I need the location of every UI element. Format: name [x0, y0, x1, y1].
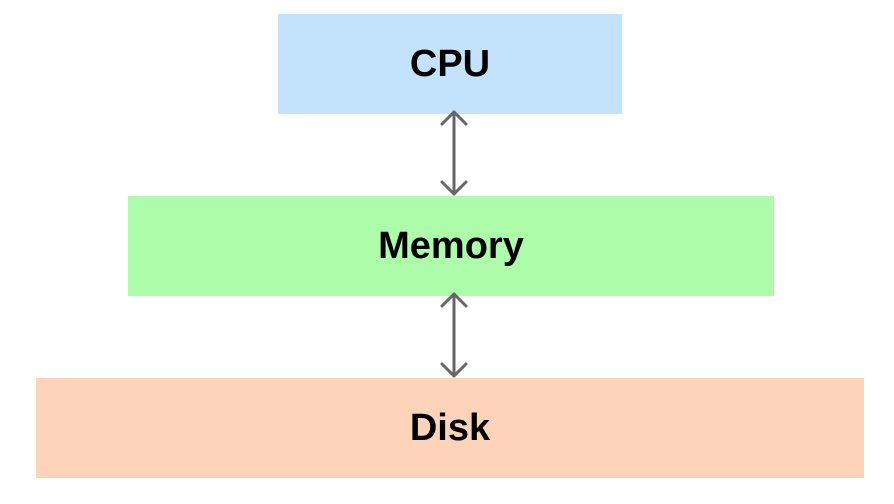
memory-box: Memory: [128, 196, 774, 296]
memory-label: Memory: [378, 224, 524, 267]
arrow-head-up: [440, 292, 468, 308]
arrow-head-down: [440, 362, 468, 378]
arrow-head-down: [440, 180, 468, 196]
memory-disk-double-arrow: [440, 292, 468, 378]
cpu-label: CPU: [409, 42, 491, 85]
cpu-box: CPU: [278, 14, 622, 114]
cpu-memory-double-arrow: [440, 110, 468, 196]
disk-box: Disk: [36, 378, 864, 478]
arrow-head-up: [440, 110, 468, 126]
disk-label: Disk: [409, 406, 491, 449]
